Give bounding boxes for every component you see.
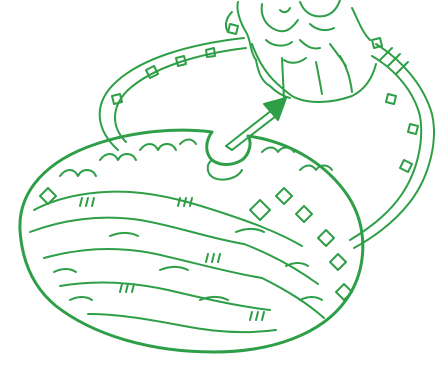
ring-band-outline xyxy=(100,38,434,248)
ring-right-stripe xyxy=(380,48,408,74)
tree-trunk-drawing xyxy=(226,0,376,102)
ring-mat-disc xyxy=(20,130,363,352)
